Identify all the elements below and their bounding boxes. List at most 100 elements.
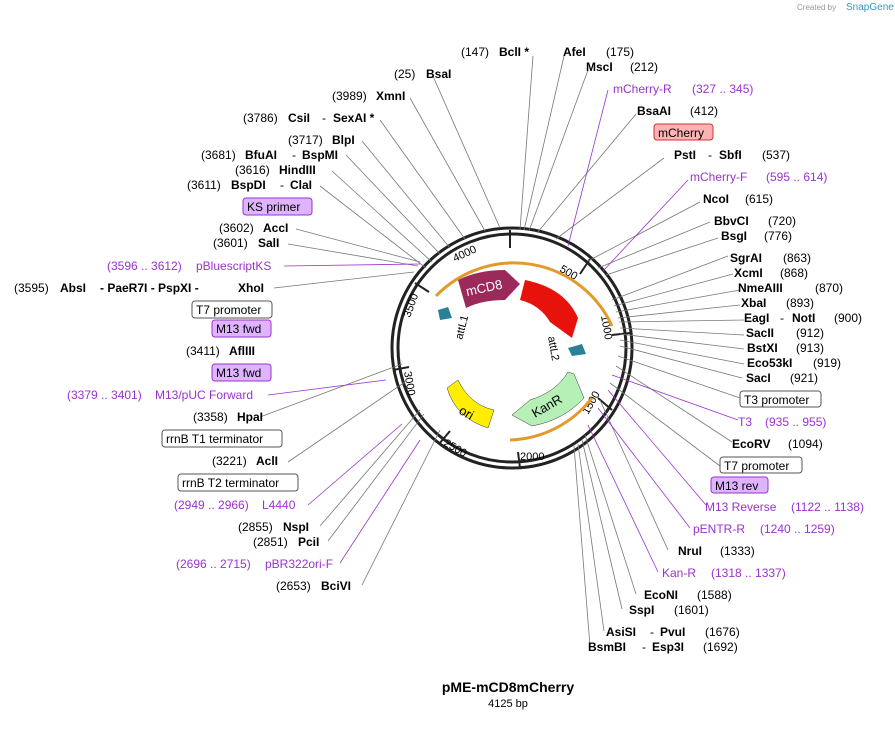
mcherry-f-label[interactable]: mCherry-F [690, 170, 747, 184]
bsmbi-label[interactable]: BsmBI [588, 640, 626, 654]
m13-reverse-label[interactable]: M13 Reverse [705, 500, 777, 514]
tick-label-1500: 1500 [580, 389, 603, 416]
acli-pos: (3221) [212, 454, 247, 468]
bspdi-sep: - [280, 178, 284, 192]
sali-label[interactable]: SalI [258, 236, 279, 250]
xcmi-label[interactable]: XcmI [734, 266, 763, 280]
rrnb-t1-terminator-box[interactable] [161, 429, 283, 448]
bcivi-label[interactable]: BciVI [321, 579, 351, 593]
attl1-feature[interactable] [438, 307, 452, 320]
hpai-pos: (3358) [193, 410, 228, 424]
blpi-label[interactable]: BlpI [332, 133, 355, 147]
csii-label[interactable]: CsiI [288, 111, 310, 125]
t3-promoter-box[interactable] [739, 390, 822, 408]
attl2-feature[interactable] [568, 344, 586, 356]
bfuai-label[interactable]: BfuAI [245, 148, 277, 162]
rrnb-t2-terminator-box[interactable] [177, 473, 299, 492]
m13-fwd-box-2[interactable] [211, 363, 272, 382]
eagi-label[interactable]: EagI [744, 311, 769, 325]
bcli-label[interactable]: BclI * [499, 45, 529, 59]
mcherry-feature[interactable] [520, 280, 578, 338]
afei-pos: (175) [606, 45, 634, 59]
xbai-label[interactable]: XbaI [741, 296, 766, 310]
ncoi-label[interactable]: NcoI [703, 192, 729, 206]
bbvci-pos: (720) [768, 214, 796, 228]
acci-label[interactable]: AccI [263, 221, 288, 235]
ks-primer-label: KS primer [247, 200, 300, 214]
backbone-inner [396, 232, 628, 464]
bbvci-label[interactable]: BbvCI [714, 214, 749, 228]
absi-label[interactable]: AbsI [60, 281, 86, 295]
nmeaiii-label[interactable]: NmeAIII [738, 281, 783, 295]
hpai-label[interactable]: HpaI [237, 410, 263, 424]
econi-label[interactable]: EcoNI [644, 588, 678, 602]
pcii-label[interactable]: PciI [298, 535, 319, 549]
sacii-label[interactable]: SacII [746, 326, 774, 340]
kanr-feature[interactable] [511, 371, 585, 427]
l4440-label[interactable]: L4440 [262, 498, 296, 512]
clai-label[interactable]: ClaI [290, 178, 312, 192]
sspi-label[interactable]: SspI [629, 603, 654, 617]
bsgi-label[interactable]: BsgI [721, 229, 747, 243]
asisi-sep: - [650, 625, 654, 639]
absi-pos: (3595) [14, 281, 49, 295]
t7-promoter-box-right[interactable] [719, 456, 803, 474]
t3-label[interactable]: T3 [738, 415, 752, 429]
hindiii-label[interactable]: HindIII [279, 163, 316, 177]
t7-promoter-box-left[interactable] [191, 300, 273, 319]
psti-sep: - [708, 148, 712, 162]
mcd8-feature[interactable] [458, 270, 520, 308]
xhoi-label[interactable]: XhoI [238, 281, 264, 295]
asisi-label[interactable]: AsiSI [606, 625, 636, 639]
pentr-r-label[interactable]: pENTR-R [693, 522, 745, 536]
pbr322ori-f-label[interactable]: pBR322ori-F [265, 557, 333, 571]
bsaai-label[interactable]: BsaAI [637, 104, 671, 118]
bsai-label[interactable]: BsaI [426, 67, 451, 81]
nspi-label[interactable]: NspI [283, 520, 309, 534]
sspi-pos: (1601) [674, 603, 709, 617]
mcherry-box[interactable] [653, 123, 714, 141]
saci-label[interactable]: SacI [746, 371, 771, 385]
sexai-label[interactable]: SexAI * [333, 111, 375, 125]
esp3i-label[interactable]: Esp3I [652, 640, 684, 654]
backbone-outer [390, 226, 634, 470]
mcherry-r-label[interactable]: mCherry-R [613, 82, 672, 96]
eco53ki-pos: (919) [813, 356, 841, 370]
pbluescriptks-label[interactable]: pBluescriptKS [196, 259, 271, 273]
sali-pos: (3601) [213, 236, 248, 250]
bstxi-label[interactable]: BstXI [747, 341, 778, 355]
eco53ki-label[interactable]: Eco53kI [747, 356, 792, 370]
bspdi-label[interactable]: BspDI [231, 178, 266, 192]
saci-pos: (921) [790, 371, 818, 385]
m13-rev-label: M13 rev [715, 479, 758, 493]
pvui-label[interactable]: PvuI [660, 625, 685, 639]
t7-promoter-right-label: T7 promoter [724, 459, 789, 473]
l4440-pos: (2949 .. 2966) [174, 498, 249, 512]
m13-puc-forward-label[interactable]: M13/pUC Forward [155, 388, 253, 402]
bspmi-label[interactable]: BspMI [302, 148, 338, 162]
eagi-pos: (900) [834, 311, 862, 325]
sbfi-label[interactable]: SbfI [719, 148, 742, 162]
noti-label[interactable]: NotI [792, 311, 815, 325]
m13-fwd-box-1[interactable] [211, 319, 272, 338]
bsmbi-sep: - [642, 640, 646, 654]
tick-label-2000: 2000 [520, 451, 544, 463]
acli-label[interactable]: AclI [256, 454, 278, 468]
eagi-sep: - [780, 311, 784, 325]
afliii-label[interactable]: AflIII [229, 344, 255, 358]
kan-r-label[interactable]: Kan-R [662, 566, 696, 580]
m13-rev-box[interactable] [710, 476, 769, 494]
xmni-label[interactable]: XmnI [376, 89, 405, 103]
ecorv-pos: (1094) [788, 437, 823, 451]
ks-primer-box[interactable] [242, 197, 313, 216]
msci-label[interactable]: MscI [586, 60, 613, 74]
sgrai-label[interactable]: SgrAI [730, 251, 762, 265]
nrui-label[interactable]: NruI [678, 544, 702, 558]
ecorv-label[interactable]: EcoRV [732, 437, 770, 451]
psti-label[interactable]: PstI [674, 148, 696, 162]
ncoi-pos: (615) [745, 192, 773, 206]
attl1-label: attL1 [453, 314, 471, 341]
ori-feature[interactable] [446, 379, 495, 429]
bstxi-pos: (913) [796, 341, 824, 355]
afei-label[interactable]: AfeI [563, 45, 586, 59]
